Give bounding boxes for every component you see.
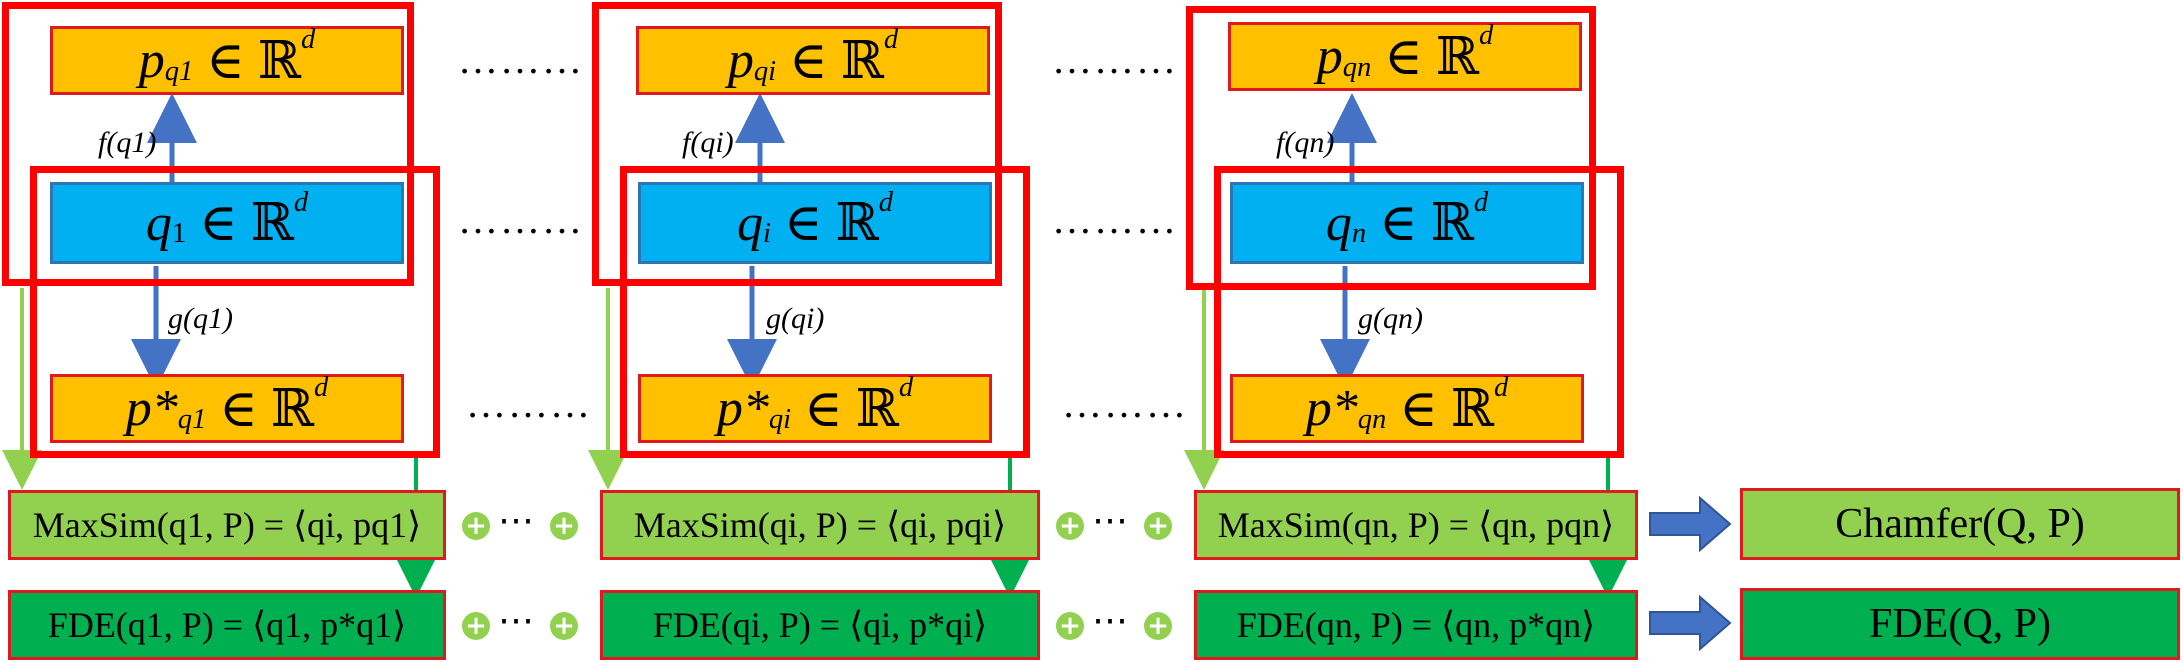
top-frame-3 bbox=[1186, 6, 1596, 290]
space-symbol: ∈ ℝ bbox=[206, 32, 301, 90]
pstar-symbol: p* bbox=[1305, 380, 1358, 437]
bottom-frame-1 bbox=[30, 166, 440, 458]
ellipsis-row1-b: ……… bbox=[1052, 37, 1178, 82]
plus-icon: + bbox=[462, 512, 490, 540]
fde-box-3: FDE(qn, P) = ⟨qn, p*qn⟩ bbox=[1194, 590, 1638, 660]
space-symbol: ∈ ℝ bbox=[789, 32, 884, 90]
space-symbol: ∈ ℝ bbox=[783, 195, 879, 252]
space-symbol: ∈ ℝ bbox=[219, 380, 314, 438]
pstar-symbol: p* bbox=[716, 380, 769, 437]
ellipsis-row3-b: ……… bbox=[1062, 381, 1188, 426]
pstar-subscript: q1 bbox=[177, 403, 207, 435]
pstar-subscript: qi bbox=[768, 403, 792, 435]
p-subscript: qn bbox=[1342, 51, 1372, 83]
p-subscript: q1 bbox=[164, 55, 194, 87]
dim-symbol: d bbox=[898, 372, 914, 404]
dim-symbol: d bbox=[301, 24, 316, 56]
pstar-symbol: p* bbox=[125, 380, 178, 437]
dim-symbol: d bbox=[293, 186, 309, 218]
ellipsis-row3-a: ……… bbox=[466, 381, 592, 426]
space-symbol: ∈ ℝ bbox=[199, 195, 294, 252]
p-subscript: qi bbox=[753, 55, 777, 87]
cdots-fde-b: ⋯ bbox=[1092, 600, 1128, 641]
maxsim-box-1: MaxSim(q1, P) = ⟨qi, pq1⟩ bbox=[8, 490, 446, 560]
f-label-3: f(qn) bbox=[1276, 126, 1335, 159]
p-symbol: p bbox=[1316, 28, 1343, 85]
plus-icon: + bbox=[462, 612, 490, 640]
cdots-maxsim-b: ⋯ bbox=[1092, 500, 1128, 541]
ellipsis-row2-a: ……… bbox=[458, 197, 584, 242]
dim-symbol: d bbox=[1473, 186, 1489, 218]
f-label-1: f(q1) bbox=[98, 126, 157, 159]
plus-icon: + bbox=[550, 512, 578, 540]
q-symbol: q bbox=[1325, 194, 1352, 252]
q-symbol: q bbox=[737, 194, 764, 252]
g-label-2: g(qi) bbox=[766, 302, 825, 335]
ellipsis-row2-b: ……… bbox=[1052, 197, 1178, 242]
dim-symbol: d bbox=[883, 24, 899, 56]
space-symbol: ∈ ℝ bbox=[1399, 380, 1494, 438]
cdots-maxsim-a: ⋯ bbox=[498, 500, 534, 541]
plus-icon: + bbox=[1056, 612, 1084, 640]
top-frame-1 bbox=[2, 2, 414, 286]
space-symbol: ∈ ℝ bbox=[804, 380, 899, 438]
dim-symbol: d bbox=[1479, 20, 1494, 52]
plus-icon: + bbox=[550, 612, 578, 640]
plus-icon: + bbox=[1144, 612, 1172, 640]
top-frame-2 bbox=[592, 2, 1002, 286]
maxsim-box-2: MaxSim(qi, P) = ⟨qi, pqi⟩ bbox=[600, 490, 1040, 560]
g-label-3: g(qn) bbox=[1358, 302, 1423, 335]
plus-icon: + bbox=[1056, 512, 1084, 540]
maxsim-box-3: MaxSim(qn, P) = ⟨qn, pqn⟩ bbox=[1194, 490, 1638, 560]
p-symbol: p bbox=[727, 32, 754, 89]
space-symbol: ∈ ℝ bbox=[1384, 28, 1479, 86]
bottom-frame-3 bbox=[1214, 166, 1624, 458]
chamfer-result-box: Chamfer(Q, P) bbox=[1740, 488, 2180, 560]
dim-symbol: d bbox=[1494, 372, 1509, 404]
bottom-frame-2 bbox=[620, 166, 1030, 458]
cdots-fde-a: ⋯ bbox=[498, 600, 534, 641]
fde-result-box: FDE(Q, P) bbox=[1740, 588, 2180, 660]
space-symbol: ∈ ℝ bbox=[1379, 195, 1474, 252]
pstar-subscript: qn bbox=[1357, 403, 1387, 435]
chamfer-block-arrow bbox=[1649, 495, 1732, 553]
dim-symbol: d bbox=[878, 186, 893, 218]
p-symbol: p bbox=[138, 32, 165, 89]
f-label-2: f(qi) bbox=[682, 126, 734, 159]
fde-block-arrow bbox=[1649, 594, 1732, 652]
fde-box-2: FDE(qi, P) = ⟨qi, p*qi⟩ bbox=[600, 590, 1040, 660]
g-label-1: g(q1) bbox=[168, 302, 233, 335]
ellipsis-row1-a: ……… bbox=[458, 37, 584, 82]
q-subscript: i bbox=[763, 218, 771, 250]
q-subscript: 1 bbox=[171, 218, 187, 250]
dim-symbol: d bbox=[314, 372, 329, 404]
fde-box-1: FDE(q1, P) = ⟨q1, p*q1⟩ bbox=[8, 590, 446, 660]
q-subscript: n bbox=[1351, 218, 1367, 250]
q-symbol: q bbox=[145, 194, 172, 252]
plus-icon: + bbox=[1144, 512, 1172, 540]
